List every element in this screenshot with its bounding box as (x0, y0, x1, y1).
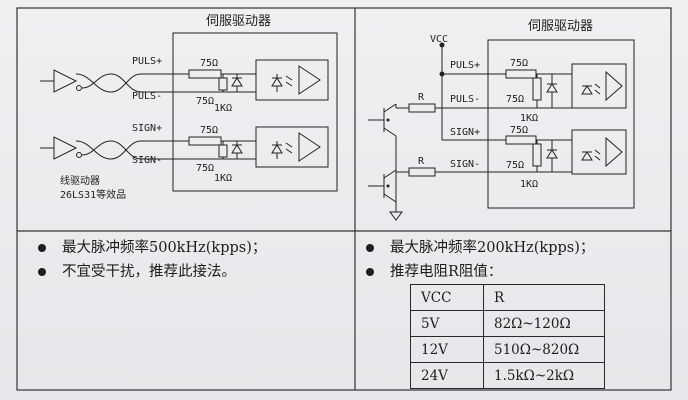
left-line-driver-diagram: 伺服驱动器 (40, 14, 338, 192)
left-note-item: 最大脉冲频率500kHz(kpps)； (32, 237, 266, 261)
right-pin-sign-minus: SIGN- (450, 159, 480, 170)
right-note-text: 推荐电阻R阻值： (390, 264, 503, 280)
right-transistor-2 (386, 184, 390, 188)
table-header-row: VCC R (410, 284, 605, 311)
table-header-vcc: VCC (410, 284, 484, 311)
left-servo-box (172, 32, 338, 192)
table-row: 5V 82Ω~120Ω (410, 310, 605, 337)
right-pin-puls-plus: PULS+ (450, 60, 480, 71)
right-r1k-label-2: 1KΩ (520, 179, 538, 190)
table-cell-r: 1.5kΩ~2kΩ (483, 362, 605, 389)
table-cell-vcc: 5V (410, 310, 484, 337)
left-optocoupler-2 (255, 126, 329, 168)
left-driver-triangle-2 (53, 136, 78, 160)
table-cell-vcc: 24V (410, 362, 484, 389)
left-optocoupler-1 (255, 59, 329, 101)
left-driver-label-1: 线驱动器 (60, 174, 100, 187)
left-pin-puls-minus: PULS- (132, 91, 162, 102)
table-row: 12V 510Ω~820Ω (410, 336, 605, 363)
right-r75-label-4: 75Ω (506, 160, 524, 171)
left-r1k-label-2: 1KΩ (214, 173, 232, 184)
left-note-text: 不宜受干扰，推荐此接法。 (62, 264, 236, 280)
left-pin-sign-plus: SIGN+ (132, 123, 162, 134)
outer-border (16, 7, 672, 391)
table-cell-r: 510Ω~820Ω (483, 336, 605, 363)
right-r-label-1: R (418, 92, 425, 103)
left-twisted-pair-2 (75, 140, 173, 160)
right-pin-sign-plus: SIGN+ (450, 127, 480, 138)
left-pin-sign-minus: SIGN- (132, 155, 162, 166)
table-cell-vcc: 12V (410, 336, 484, 363)
right-r75-label-2: 75Ω (506, 94, 524, 105)
right-resistor-r-2 (408, 167, 436, 177)
bullet-icon (366, 268, 374, 276)
right-open-collector-diagram: 伺服驱动器 (368, 19, 635, 221)
left-r75-label-3: 75Ω (200, 125, 218, 136)
table-row: 24V 1.5kΩ~2kΩ (410, 362, 605, 389)
resistor-value-table: VCC R 5V 82Ω~120Ω 12V 510Ω~820Ω 24V 1.5k… (410, 284, 605, 389)
bullet-icon (366, 244, 374, 252)
right-pin-puls-minus: PULS- (450, 94, 480, 105)
left-pin-puls-plus: PULS+ (132, 56, 162, 67)
left-driver-triangle-1 (53, 69, 78, 93)
left-driver-label-2: 26LS31等效品 (60, 188, 126, 201)
right-transistor-1 (386, 118, 390, 122)
bullet-icon (38, 244, 46, 252)
right-resistor-r-1 (408, 103, 436, 113)
left-servo-title: 伺服驱动器 (206, 14, 271, 29)
left-r75-label-1: 75Ω (200, 58, 218, 69)
circuit-figure-frame: 伺服驱动器 (16, 7, 672, 391)
right-optocoupler-1 (571, 63, 627, 109)
left-r1k-label-1: 1KΩ (214, 103, 232, 114)
right-notes: 最大脉冲频率200kHz(kpps)； 推荐电阻R阻值： (360, 237, 594, 285)
left-twisted-pair-1 (75, 73, 173, 93)
right-note-item: 最大脉冲频率200kHz(kpps)； (360, 237, 594, 261)
right-diagram-labels: VCC PULS+ PULS- SIGN+ SIGN- R R 75Ω 75Ω … (418, 34, 538, 190)
left-notes: 最大脉冲频率500kHz(kpps)； 不宜受干扰，推荐此接法。 (32, 237, 266, 285)
left-note-text: 最大脉冲频率500kHz(kpps)； (62, 240, 267, 256)
right-servo-title: 伺服驱动器 (528, 19, 593, 34)
table-header-r: R (483, 284, 605, 311)
right-r75-label-1: 75Ω (510, 58, 528, 69)
bullet-icon (38, 268, 46, 276)
right-r75-label-3: 75Ω (510, 125, 528, 136)
right-vcc-label: VCC (430, 34, 448, 45)
ground-symbol (389, 211, 403, 221)
left-r75-label-4: 75Ω (196, 163, 214, 174)
right-servo-box (487, 39, 635, 209)
right-optocoupler-2 (571, 129, 627, 175)
right-note-item: 推荐电阻R阻值： (360, 261, 594, 285)
left-diagram-labels: PULS+ PULS- SIGN+ SIGN- 75Ω 75Ω 1KΩ 75Ω … (60, 56, 232, 201)
right-note-text: 最大脉冲频率200kHz(kpps)； (390, 240, 595, 256)
table-cell-r: 82Ω~120Ω (483, 310, 605, 337)
left-r75-label-2: 75Ω (196, 96, 214, 107)
right-r-label-2: R (418, 156, 425, 167)
left-note-item: 不宜受干扰，推荐此接法。 (32, 261, 266, 285)
right-r1k-label-1: 1KΩ (520, 113, 538, 124)
